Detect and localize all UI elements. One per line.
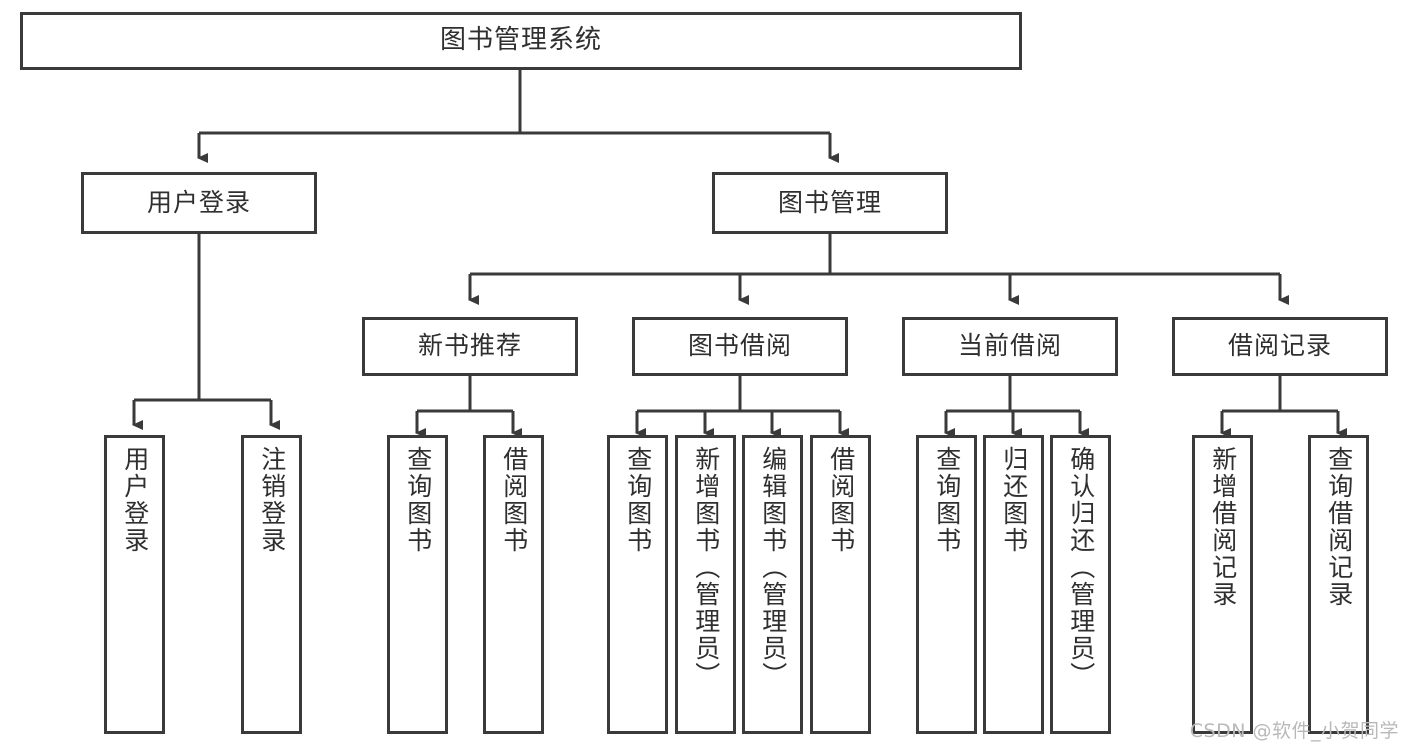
leaf-user-login-logout[interactable]: 注销登录: [241, 435, 302, 734]
leaf-label: 新增借阅记录: [1208, 446, 1238, 608]
leaf-label: 查询图书: [403, 446, 433, 554]
node-book-borrow[interactable]: 图书借阅: [632, 317, 848, 376]
leaf-record-query[interactable]: 查询借阅记录: [1308, 435, 1369, 734]
leaf-label: 归还图书: [999, 446, 1029, 554]
leaf-label: 查询图书: [932, 446, 962, 554]
leaf-label: 用户登录: [120, 446, 150, 554]
leaf-record-add[interactable]: 新增借阅记录: [1192, 435, 1253, 734]
leaf-label: 查询借阅记录: [1324, 446, 1354, 608]
leaf-label: 新增图书（管理员）: [691, 446, 721, 689]
leaf-label: 借阅图书: [499, 446, 529, 554]
leaf-borrow-query-book[interactable]: 查询图书: [607, 435, 668, 734]
node-borrow-record[interactable]: 借阅记录: [1172, 317, 1388, 376]
leaf-borrow-add-book-admin[interactable]: 新增图书（管理员）: [675, 435, 736, 734]
leaf-label: 查询图书: [623, 446, 653, 554]
leaf-current-confirm-return-admin[interactable]: 确认归还（管理员）: [1050, 435, 1111, 734]
leaf-label: 编辑图书（管理员）: [758, 446, 788, 689]
leaf-user-login-login[interactable]: 用户登录: [104, 435, 165, 734]
leaf-new-book-borrow[interactable]: 借阅图书: [483, 435, 544, 734]
node-current-borrow[interactable]: 当前借阅: [902, 317, 1118, 376]
leaf-label: 确认归还（管理员）: [1066, 446, 1096, 689]
leaf-new-book-query[interactable]: 查询图书: [387, 435, 448, 734]
leaf-borrow-borrow-book[interactable]: 借阅图书: [810, 435, 871, 734]
leaf-label: 注销登录: [257, 446, 287, 554]
node-root-system[interactable]: 图书管理系统: [20, 12, 1022, 70]
leaf-current-return-book[interactable]: 归还图书: [983, 435, 1044, 734]
node-user-login[interactable]: 用户登录: [81, 172, 317, 234]
leaf-current-query-book[interactable]: 查询图书: [916, 435, 977, 734]
leaf-label: 借阅图书: [826, 446, 856, 554]
node-new-book-recommend[interactable]: 新书推荐: [362, 317, 578, 376]
leaf-borrow-edit-book-admin[interactable]: 编辑图书（管理员）: [742, 435, 803, 734]
node-book-management[interactable]: 图书管理: [712, 172, 948, 234]
